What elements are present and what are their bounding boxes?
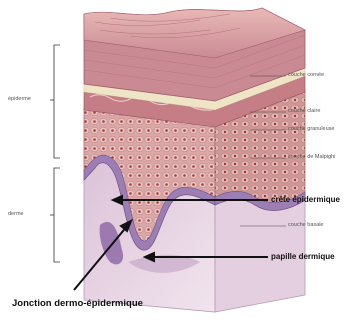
ridge-label: crête épidermique xyxy=(271,195,340,204)
epidermis-bracket xyxy=(50,45,60,158)
papilla-label: papille dermique xyxy=(271,252,335,261)
dermis-label: derme xyxy=(8,211,24,217)
junction-label: Jonction dermo-épidermique xyxy=(12,298,143,309)
corneum-label: couche cornée xyxy=(288,72,324,78)
epidermis-label: épiderme xyxy=(8,96,31,102)
lucidum-label: couche claire xyxy=(288,108,320,114)
spinosum-label: couche de Malpighi xyxy=(288,154,335,160)
granulosum-label: couche granuleuse xyxy=(288,126,334,132)
dermis-bracket xyxy=(50,168,60,262)
basale-label: couche basale xyxy=(288,222,323,228)
